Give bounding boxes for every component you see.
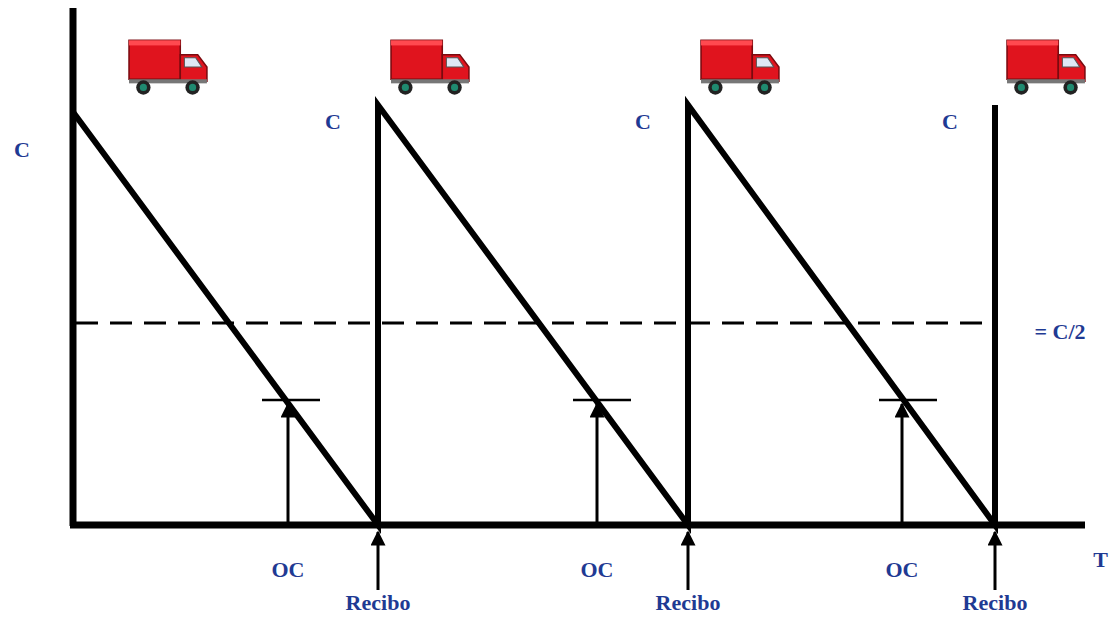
receipt-arrows — [378, 532, 995, 590]
average-line — [76, 322, 995, 325]
level-label: C — [325, 110, 341, 134]
axis-label: T — [1093, 548, 1108, 572]
level-label: C — [635, 110, 651, 134]
reorder-marks — [262, 399, 937, 402]
axes — [70, 8, 1085, 526]
level-label: C — [942, 110, 958, 134]
receipt-label: Recibo — [346, 591, 411, 615]
sawtooth-line — [73, 105, 995, 525]
receipt-label: Recibo — [963, 591, 1028, 615]
level-label: C — [14, 138, 30, 162]
order-label: OC — [581, 558, 614, 582]
order-label: OC — [272, 558, 305, 582]
receipt-label: Recibo — [656, 591, 721, 615]
average-label: = C/2 — [1034, 320, 1085, 344]
order-arrows — [288, 404, 902, 522]
order-label: OC — [886, 558, 919, 582]
trucks — [129, 40, 1085, 94]
